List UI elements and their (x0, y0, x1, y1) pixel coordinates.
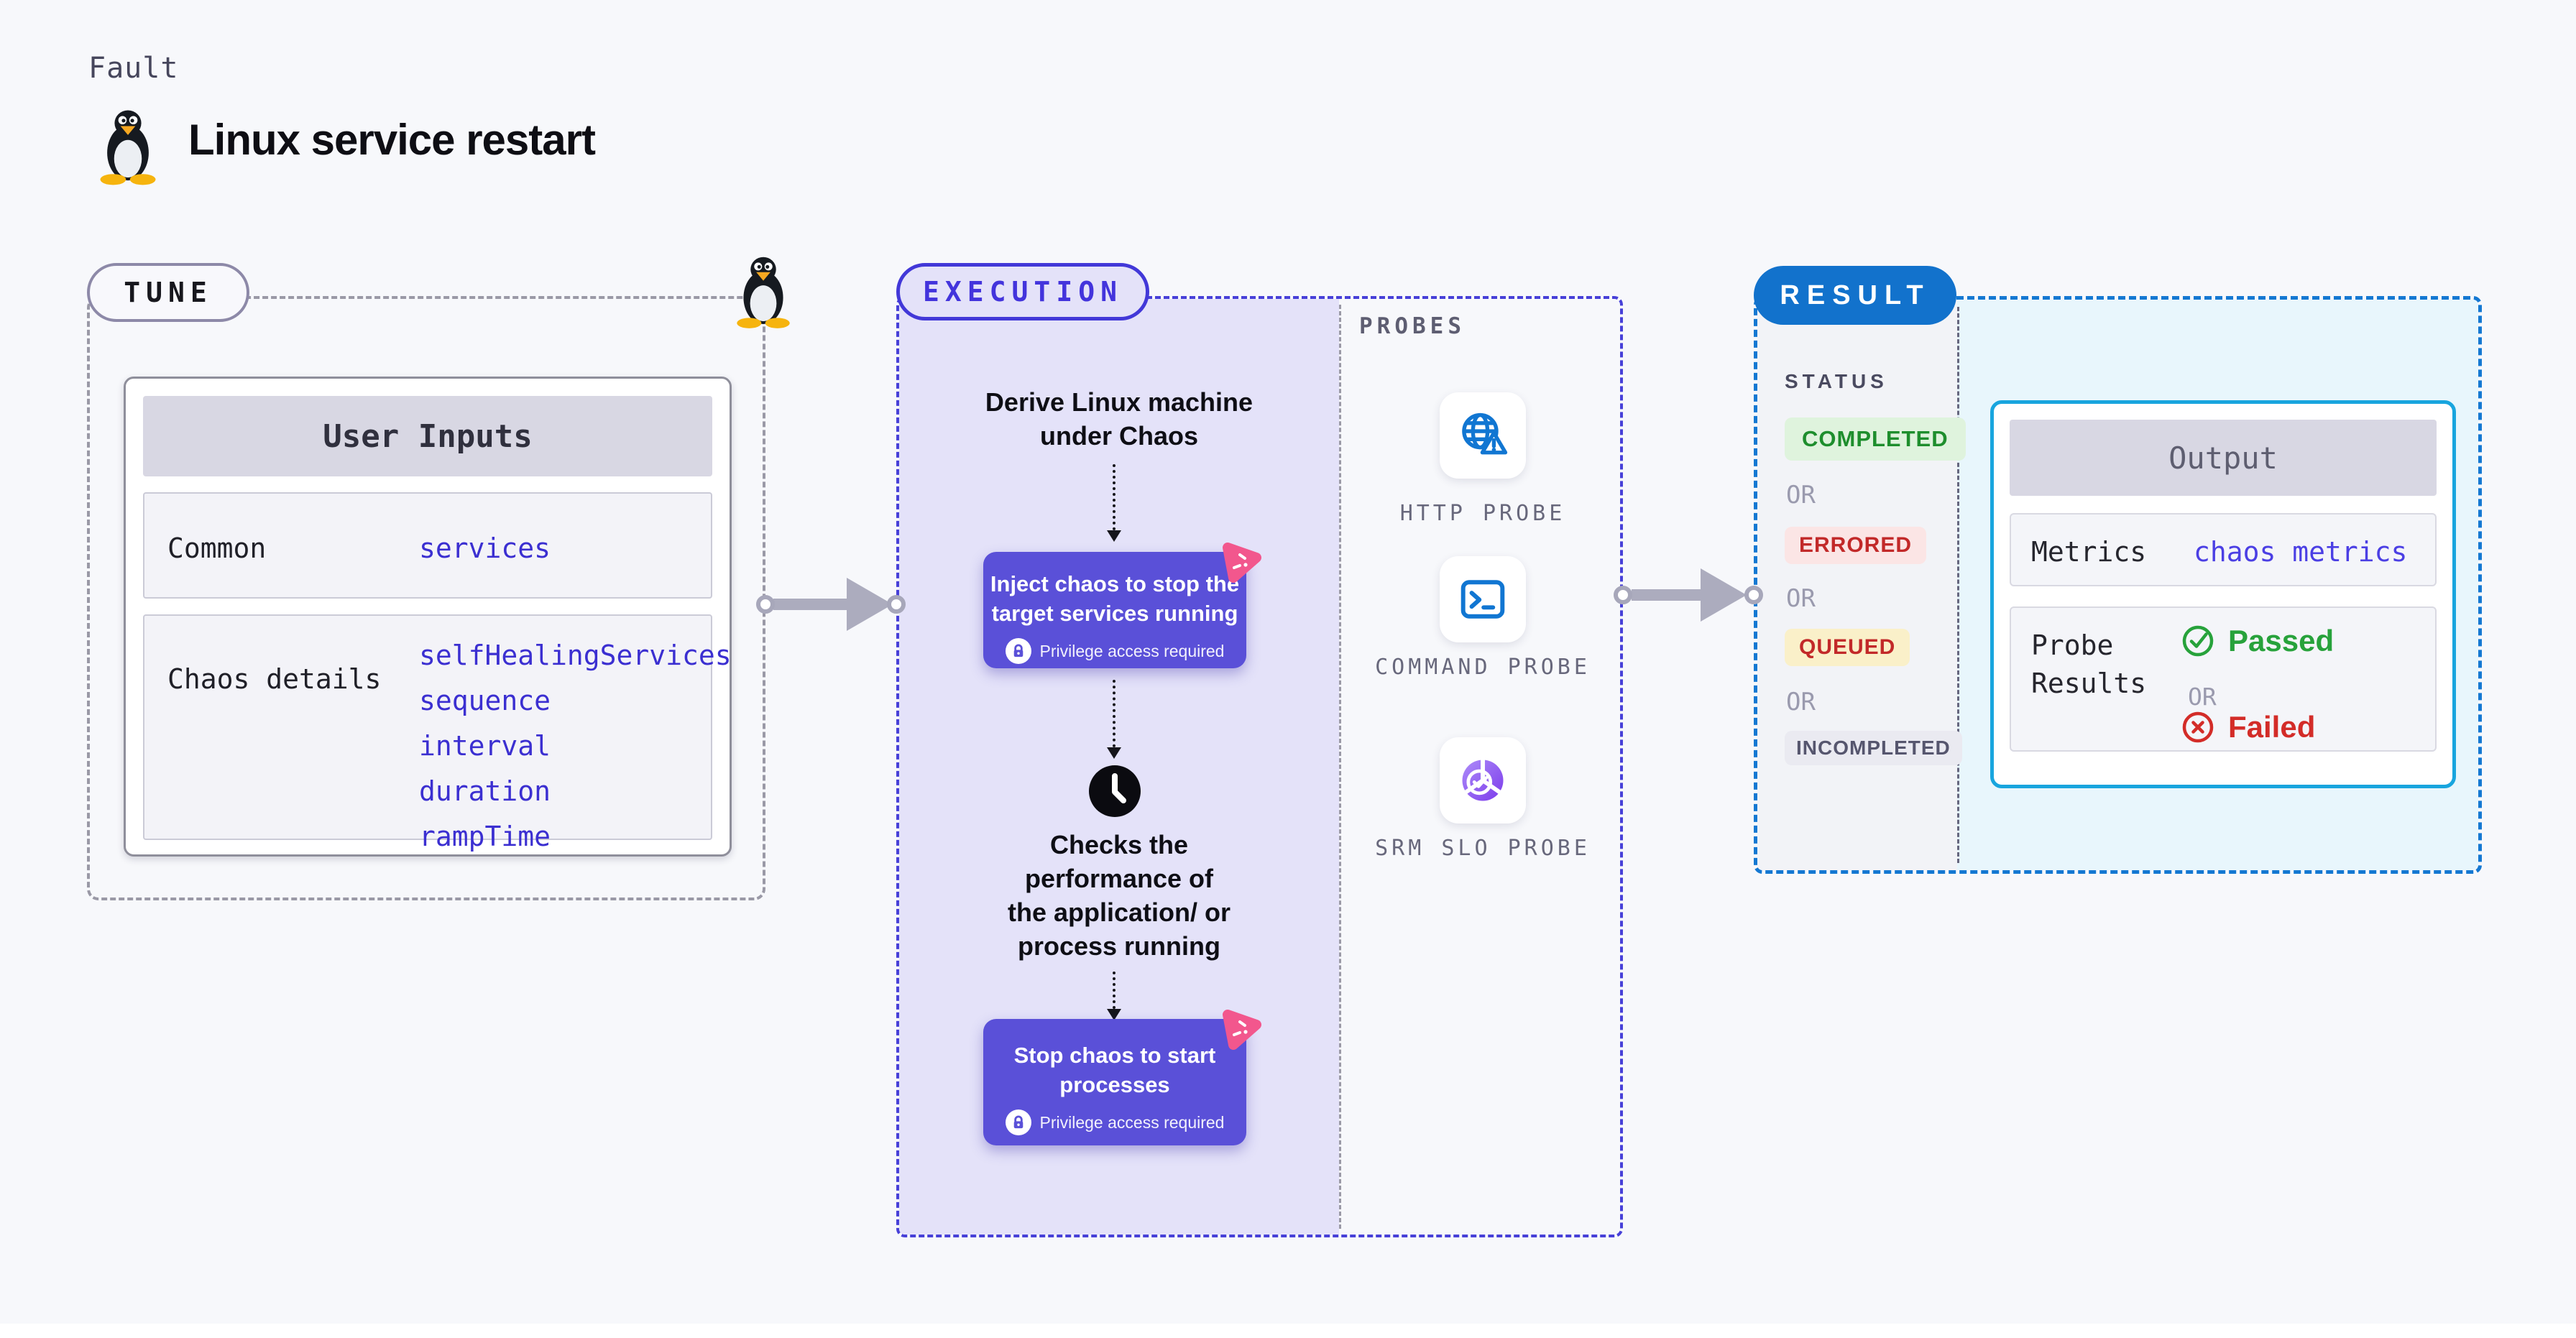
connector-arrow-icon (1107, 1009, 1121, 1020)
value-sequence: sequence (419, 685, 551, 716)
arrow-shaft (773, 599, 848, 610)
status-column (1757, 300, 1957, 870)
terminal-icon (1460, 580, 1505, 619)
chaos-details-values: selfHealingServices sequence interval du… (419, 633, 732, 859)
stop-line-1: Stop chaos to start (1013, 1043, 1216, 1068)
probe-http-tile (1440, 392, 1526, 479)
check-line-3: the application/ or (1007, 898, 1231, 927)
arrow-shaft (1632, 589, 1702, 601)
arrow-end-node (1744, 586, 1763, 604)
output-header: Output (2010, 420, 2437, 496)
step-derive-text: Derive Linux machine under Chaos (899, 385, 1339, 453)
connector-arrow-icon (1107, 747, 1121, 759)
tux-penguin-icon (96, 106, 160, 185)
check-line-4: process running (1017, 931, 1221, 961)
probes-separator (1339, 305, 1341, 1229)
user-inputs-header: User Inputs (143, 396, 712, 476)
globe-alert-icon (1462, 412, 1508, 455)
user-inputs-card: User Inputs Common services Chaos detail… (124, 377, 732, 857)
step-check-text: Checks the performance of the applicatio… (899, 828, 1339, 963)
tune-label-pill: TUNE (87, 263, 249, 322)
arrow-end-node (887, 595, 906, 614)
probe-http-label: HTTP PROBE (1399, 501, 1566, 526)
passed-verdict: Passed (2181, 624, 2334, 658)
inject-line-1: Inject chaos to stop the (990, 571, 1240, 596)
chaos-logo-icon (1218, 1006, 1264, 1052)
slo-donut-icon (1462, 757, 1504, 801)
execution-section-box: Derive Linux machine under Chaos Inject … (896, 296, 1623, 1237)
probes-title: PROBES (1359, 313, 1466, 339)
arrow-start-node (756, 595, 775, 614)
row-chaos-label: Chaos details (167, 663, 382, 695)
or-separator: OR (1786, 688, 1816, 716)
clock-icon (1088, 765, 1141, 818)
status-badge-errored: ERRORED (1785, 527, 1927, 564)
privilege-note: Privilege access required (1039, 641, 1225, 660)
result-label-pill: RESULT (1754, 266, 1956, 325)
status-badge-incompleted: INCOMPLETED (1785, 731, 1962, 765)
chaos-logo-icon (1218, 539, 1264, 585)
connector-arrow-icon (1107, 530, 1121, 542)
passed-label: Passed (2228, 624, 2334, 658)
status-badge-queued: QUEUED (1785, 629, 1910, 666)
output-card: Output Metrics chaos metrics Probe Resul… (1990, 400, 2456, 788)
privilege-lock-icon (1005, 638, 1031, 664)
probe-results-row: Probe Results Passed OR Failed (2010, 606, 2437, 752)
value-interval: interval (419, 730, 551, 762)
stop-line-2: processes (1059, 1072, 1170, 1097)
probe-command-tile (1440, 556, 1526, 642)
failed-verdict: Failed (2181, 710, 2315, 744)
result-section-box: STATUS COMPLETED OR ERRORED OR QUEUED OR… (1754, 296, 2482, 874)
privilege-note: Privilege access required (1039, 1112, 1225, 1132)
result-separator (1957, 307, 1959, 863)
or-separator: OR (1786, 481, 1816, 509)
metrics-value: chaos metrics (2194, 536, 2408, 568)
arrow-head-icon (847, 578, 893, 631)
derive-line-2: under Chaos (1039, 421, 1199, 451)
tux-penguin-icon-small (733, 253, 794, 329)
stop-chaos-card: Stop chaos to start processes Privilege … (983, 1019, 1246, 1145)
or-separator: OR (1786, 584, 1816, 613)
value-ramptime: rampTime (419, 821, 551, 852)
dotted-connector (1113, 680, 1116, 747)
check-line-2: performance of (1024, 864, 1214, 893)
probe-srm-label: SRM SLO PROBE (1375, 836, 1591, 861)
value-services: services (419, 532, 551, 564)
bottom-strip (0, 1324, 2576, 1338)
dotted-connector (1113, 464, 1116, 530)
privilege-lock-icon (1005, 1109, 1031, 1135)
arrow-start-node (1614, 586, 1632, 604)
failed-label: Failed (2228, 710, 2316, 744)
check-line-1: Checks the (1049, 830, 1189, 859)
metrics-label: Metrics (2031, 536, 2147, 568)
status-title: STATUS (1785, 370, 1888, 392)
inject-chaos-card: Inject chaos to stop the target services… (983, 552, 1246, 668)
status-badge-completed: COMPLETED (1785, 417, 1966, 461)
row-common-label: Common (167, 532, 267, 564)
dotted-connector (1113, 972, 1116, 1009)
probe-srm-tile (1440, 737, 1526, 823)
inject-line-2: target services running (991, 601, 1238, 626)
inject-chaos-title: Inject chaos to stop the target services… (983, 569, 1246, 628)
value-selfhealingservices: selfHealingServices (419, 640, 732, 671)
value-duration: duration (419, 775, 551, 807)
page-title: Linux service restart (188, 116, 596, 164)
arrow-head-icon (1701, 568, 1747, 622)
probe-command-label: COMMAND PROBE (1375, 655, 1591, 680)
probe-results-label: Probe Results (2031, 629, 2147, 699)
fault-kicker: Fault (88, 52, 179, 85)
user-input-row-chaos-details: Chaos details selfHealingServices sequen… (143, 614, 732, 852)
stop-chaos-title: Stop chaos to start processes (983, 1041, 1246, 1099)
check-circle-icon (2182, 625, 2214, 657)
derive-line-1: Derive Linux machine (985, 387, 1254, 417)
x-circle-icon (2182, 711, 2214, 743)
user-input-row-common: Common services (143, 492, 712, 599)
execution-label-pill: EXECUTION (896, 263, 1149, 320)
or-separator: OR (2188, 683, 2217, 711)
metrics-row: Metrics chaos metrics (2010, 513, 2437, 586)
